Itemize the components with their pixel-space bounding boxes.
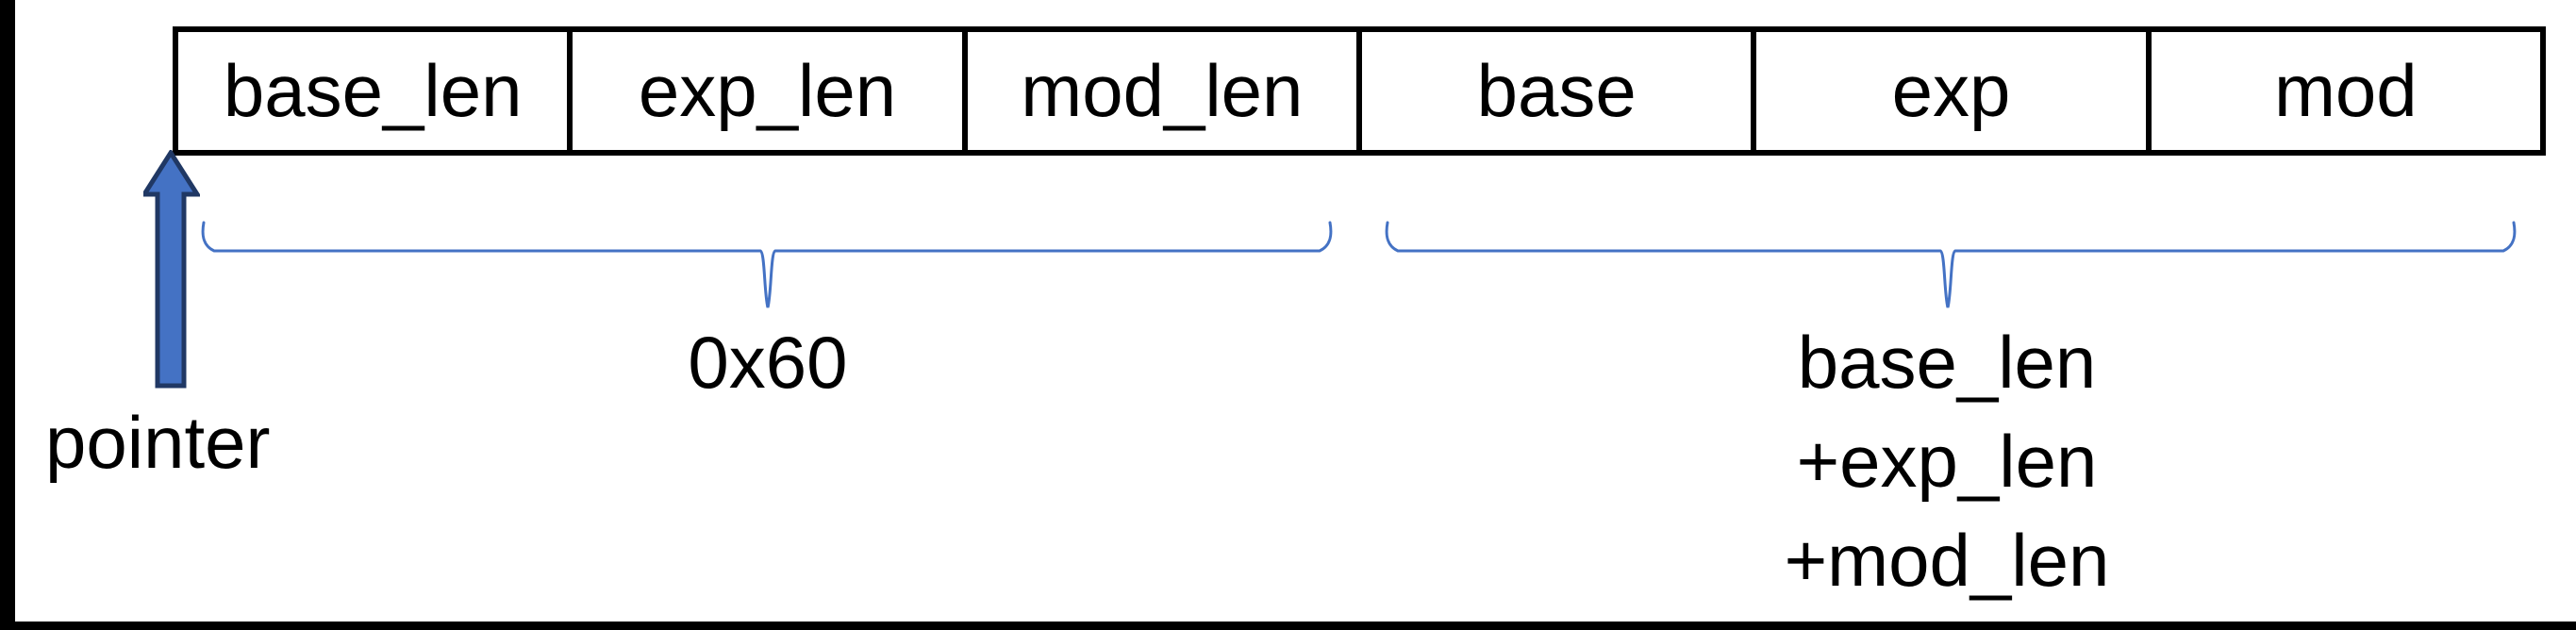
- cell-mod: mod: [2145, 32, 2540, 150]
- data-size-label-line1: base_len: [1797, 321, 2097, 404]
- cell-base-len: base_len: [223, 49, 523, 132]
- pointer-label: pointer: [45, 401, 271, 484]
- bottom-frame-bar: [0, 622, 2576, 630]
- cell-exp: exp: [1751, 32, 2145, 150]
- data-span-brace: [1385, 221, 2517, 308]
- left-frame-bar: [0, 0, 15, 630]
- data-size-label-line2: +exp_len: [1796, 420, 2098, 503]
- cell-base: base: [1355, 32, 1751, 150]
- pointer-up-arrow-icon: [143, 150, 200, 389]
- header-span-brace: [201, 221, 1333, 308]
- cell-exp-len: exp_len: [567, 32, 961, 150]
- cell-mod-len: mod_len: [961, 32, 1356, 150]
- header-size-label: 0x60: [688, 321, 848, 404]
- data-size-label: base_len +exp_len +mod_len: [1664, 313, 2230, 610]
- data-size-label-line3: +mod_len: [1784, 519, 2110, 602]
- memory-layout-table: base_len exp_len mod_len base exp mod: [173, 26, 2546, 156]
